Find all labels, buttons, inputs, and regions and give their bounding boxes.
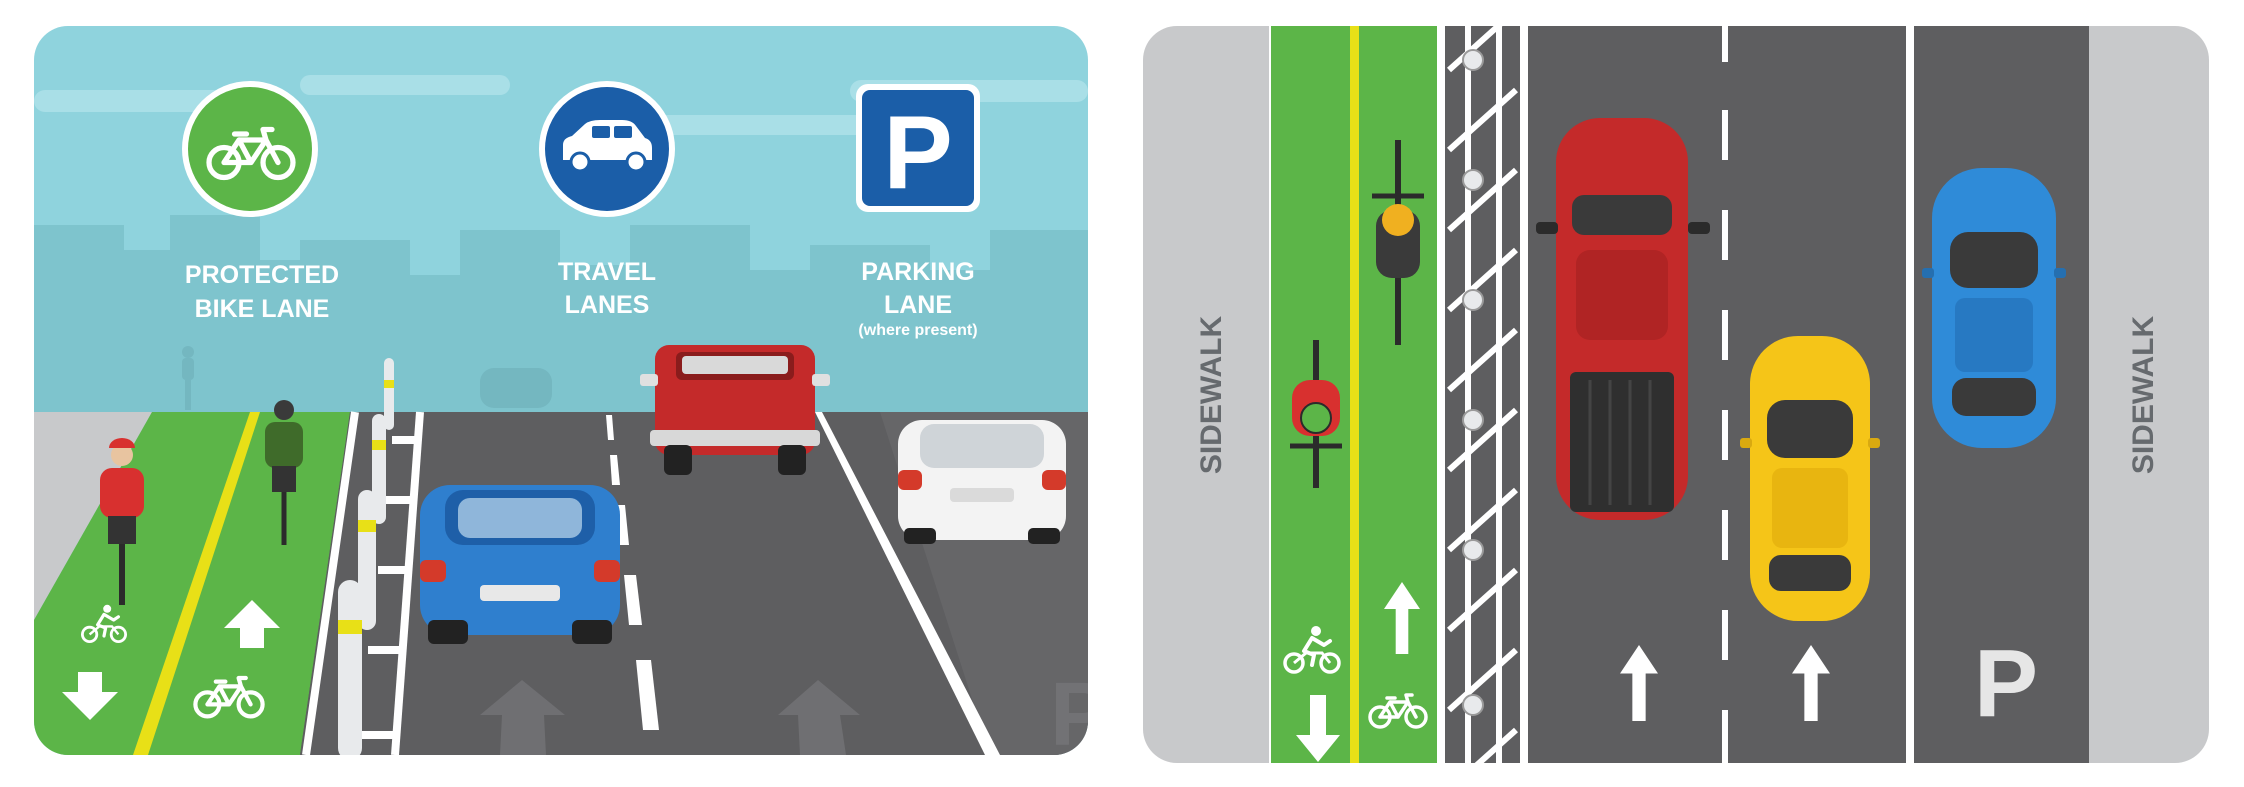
cyclist-green-topdown <box>1372 140 1424 345</box>
cyclist-green <box>265 400 303 545</box>
pickup-red <box>640 345 830 475</box>
sidewalk-left <box>1143 26 1269 763</box>
car-yellow-topdown <box>1740 336 1880 621</box>
down-arrow-icon <box>1296 695 1340 762</box>
top-down-street-panel: P <box>1143 26 2209 763</box>
sign-note: (where present) <box>858 322 977 339</box>
parking-road-marking: P <box>1050 665 1110 765</box>
sign-protected-bike-lane: PROTECTED BIKE LANE <box>182 81 339 323</box>
cyclist-red <box>100 438 144 605</box>
yellow-lane-divider <box>1350 26 1359 763</box>
sign-label-line2: LANES <box>565 291 650 319</box>
parking-lane-line <box>815 412 1000 755</box>
car-blue <box>420 485 620 644</box>
buffer-zone <box>1445 26 1520 763</box>
sign-label-line1: PROTECTED <box>185 261 339 289</box>
car-white <box>898 420 1066 544</box>
center-lane-dashes <box>1722 26 1728 763</box>
parking-road-marking: P <box>1974 630 2038 737</box>
car-blue-topdown <box>1922 168 2066 448</box>
bike-lane-left <box>34 412 255 755</box>
flex-posts <box>338 358 394 755</box>
cyclist-red-topdown <box>1290 340 1342 488</box>
car-icon <box>563 120 652 173</box>
perspective-street-panel: P PROTECTED BIKE LANE TRAVEL LANES <box>34 26 1110 765</box>
road-arrows <box>480 680 860 755</box>
sidewalk-right <box>2089 26 2209 763</box>
yellow-lane-divider <box>133 412 260 755</box>
pickup-red-topdown <box>1536 118 1710 520</box>
sidewalk-left-label: SIDEWALK <box>1195 316 1228 475</box>
parking-icon: P <box>883 95 952 211</box>
sign-label-line1: TRAVEL <box>558 258 656 286</box>
up-arrow-icon <box>224 600 280 648</box>
sign-travel-lanes: TRAVEL LANES <box>539 81 675 319</box>
sign-parking-lane: P PARKING LANE (where present) <box>856 84 980 339</box>
down-arrow-icon <box>62 672 118 720</box>
center-lane-dashes <box>606 415 659 730</box>
sign-label-line2: LANE <box>884 291 952 319</box>
lane-arrows <box>62 600 280 720</box>
sign-label-line2: BIKE LANE <box>195 295 330 323</box>
sidewalk-right-label: SIDEWALK <box>2127 316 2160 475</box>
distant-silhouettes <box>182 346 552 410</box>
bike-lane-right <box>140 412 350 755</box>
sign-label-line1: PARKING <box>861 258 974 286</box>
